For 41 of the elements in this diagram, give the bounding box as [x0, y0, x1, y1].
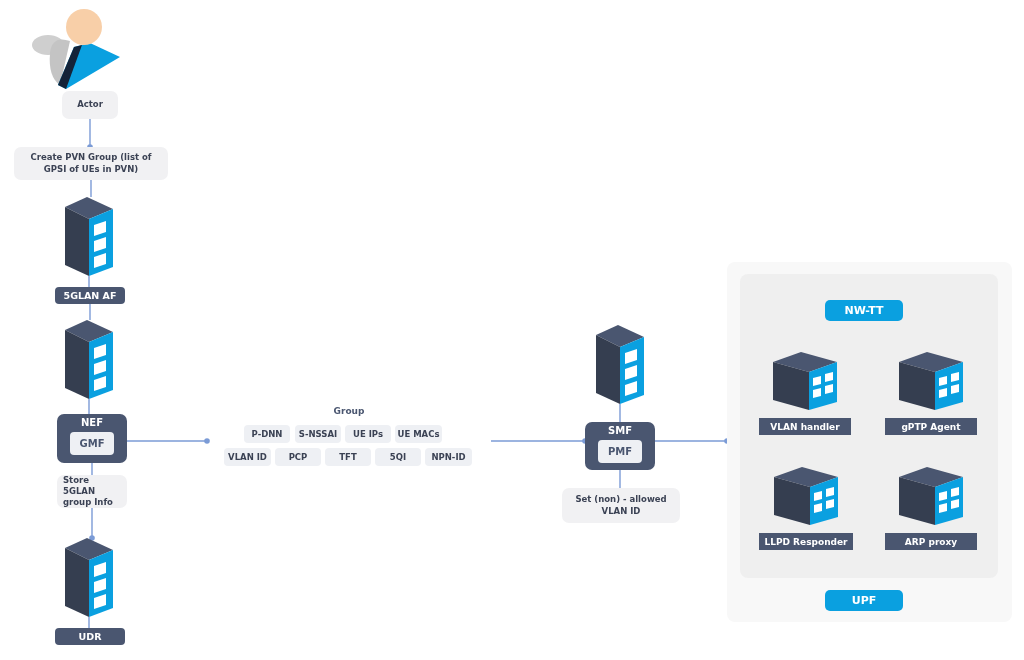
component-label: ARP proxy	[885, 533, 977, 550]
parameter-tag: PCP	[275, 448, 321, 466]
parameter-tag: P-DNN	[244, 425, 290, 443]
connector-line	[89, 303, 91, 321]
connector-line	[87, 118, 93, 150]
server-label: UDR	[55, 628, 125, 645]
connector-line	[88, 275, 90, 288]
connector-line	[91, 462, 93, 476]
upf-panel	[727, 262, 1012, 622]
note-box: Store 5GLAN group Info	[57, 475, 127, 508]
note-box: Set (non) - allowed VLAN ID	[562, 488, 680, 523]
function-name: NEF	[80, 417, 104, 428]
connector-line	[619, 403, 621, 423]
component-label: gPTP Agent	[885, 418, 977, 435]
parameter-tag: S-NSSAI	[295, 425, 341, 443]
component-label: VLAN handler	[759, 418, 851, 435]
component-label: LLPD Responder	[759, 533, 853, 550]
nwtt-panel	[740, 274, 998, 578]
connector-line	[126, 438, 210, 444]
panel-label: NW-TT	[825, 300, 903, 321]
function-box	[57, 414, 127, 463]
parameter-tag: 5QI	[375, 448, 421, 466]
connector-line	[619, 469, 621, 489]
parameter-tag: NPN-ID	[425, 448, 472, 466]
function-name: SMF	[607, 425, 633, 436]
subfunction-box: PMF	[598, 440, 642, 463]
subfunction-box: GMF	[70, 432, 114, 455]
connector-line	[88, 616, 90, 629]
server-label: 5GLAN AF	[55, 287, 125, 304]
parameter-tag: VLAN ID	[224, 448, 271, 466]
panel-label: UPF	[825, 590, 903, 611]
actor-label: Actor	[62, 91, 118, 119]
parameter-tag: TFT	[325, 448, 371, 466]
connector-line	[88, 398, 90, 415]
group-heading: Group	[332, 406, 366, 416]
parameter-tag: UE IPs	[345, 425, 391, 443]
parameter-tag: UE MACs	[395, 425, 442, 443]
connector-line	[90, 179, 92, 198]
note-box: Create PVN Group (list of GPSI of UEs in PVN)	[14, 147, 168, 180]
function-box	[585, 422, 655, 470]
connector-line	[89, 507, 95, 541]
